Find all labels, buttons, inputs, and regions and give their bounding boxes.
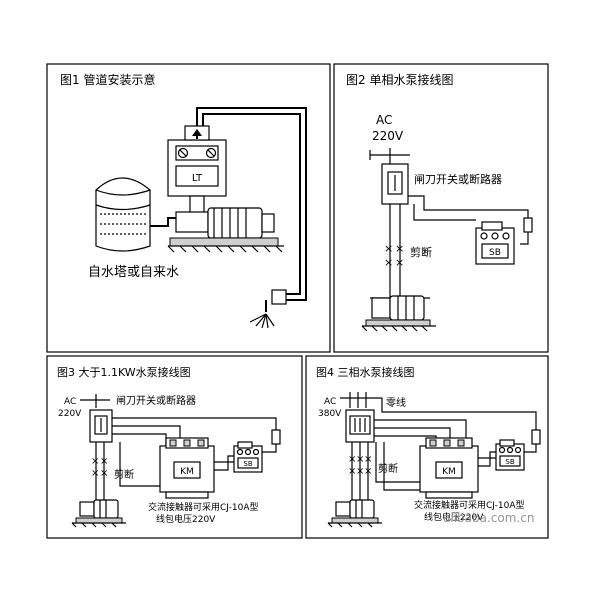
panel-4-km-contactor: KM: [419, 437, 479, 499]
svg-text:×: ×: [364, 454, 372, 465]
knife-switch: [381, 163, 409, 205]
cut-mark-1: ×: [384, 242, 393, 255]
panel-4-sb-box: SB: [495, 439, 525, 471]
km-contactor: KM: [159, 437, 215, 499]
panel-4-sb-label: SB: [505, 458, 514, 466]
svg-text:×: ×: [356, 466, 364, 477]
svg-text:×: ×: [348, 454, 356, 465]
panel-2-frame: [333, 63, 549, 353]
svg-text:×: ×: [100, 456, 108, 467]
panel-3-sensor-plug: [271, 429, 281, 445]
panel-3: 图3 大于1.1KW水泵接线图 AC 220V 闸刀开关或断路器 × × × ×…: [57, 365, 281, 528]
panel-3-ac-label: AC: [64, 397, 76, 407]
panel-3-cut-label: 剪断: [114, 468, 134, 481]
panel-3-sb-box: SB: [233, 441, 263, 473]
panel-2: 图2 单相水泵接线图 AC 220V 闸刀开关或断路器 × × × × 剪断: [346, 72, 533, 332]
panel-4-km-label: KM: [442, 467, 456, 477]
panel-2-sb-label: SB: [489, 248, 501, 258]
panel-4-ac-label: AC: [324, 397, 336, 407]
panel-4-cut-label: 剪断: [378, 462, 398, 475]
panel-4-sensor-plug: [531, 429, 541, 445]
water-tank: [95, 177, 151, 252]
svg-text:×: ×: [91, 456, 99, 467]
panel-3-knife-switch: [89, 409, 113, 443]
lt-device-label: LT: [192, 173, 203, 184]
cut-mark-2: ×: [395, 242, 404, 255]
panel-4: 图4 三相水泵接线图 AC 380V 零线 × × × × ×: [316, 365, 541, 528]
panel-3-frame: [46, 355, 303, 539]
panel-2-voltage-label: 220V: [372, 129, 404, 143]
faucet: [271, 289, 287, 305]
svg-text:×: ×: [395, 256, 404, 269]
inlet-pipe: [150, 217, 182, 227]
sensor-plug: [523, 217, 533, 233]
panel-4-voltage-label: 380V: [318, 409, 342, 419]
svg-text:×: ×: [384, 256, 393, 269]
panel-4-note-2: 线包电压220V: [424, 511, 484, 523]
panel-4-title: 图4 三相水泵接线图: [316, 365, 415, 379]
panel-4-neutral-label: 零线: [386, 396, 406, 409]
watermark-text: alibaba.com.cn: [443, 511, 534, 525]
outlet-pipe: [196, 107, 307, 301]
panel-2-title: 图2 单相水泵接线图: [346, 72, 453, 87]
panel-1-title: 图1 管道安装示意: [60, 72, 155, 87]
panel-4-frame: [305, 355, 549, 539]
panel-3-note-1: 交流接触器可采用CJ-10A型: [148, 501, 258, 513]
pump-motor: [167, 207, 284, 253]
svg-text:×: ×: [100, 468, 108, 479]
panel-4-switch: [345, 409, 375, 443]
panel-3-title: 图3 大于1.1KW水泵接线图: [57, 365, 191, 379]
panel-3-switch-label: 闸刀开关或断路器: [116, 394, 196, 407]
panel-2-switch-label: 闸刀开关或断路器: [414, 172, 502, 186]
water-spray: [249, 313, 275, 329]
sb-control-box: SB: [475, 221, 515, 265]
panel-4-note-1: 交流接触器可采用CJ-10A型: [414, 499, 524, 511]
svg-text:×: ×: [356, 454, 364, 465]
svg-text:×: ×: [364, 466, 372, 477]
panel-3-sb-label: SB: [243, 460, 252, 468]
panel-2-pump: [361, 295, 436, 332]
panel-3-km-label: KM: [180, 467, 194, 477]
panel-2-cut-label: 剪断: [410, 245, 432, 259]
panel-3-pump: [71, 499, 126, 528]
panel-3-voltage-label: 220V: [58, 409, 82, 419]
panel-1: 图1 管道安装示意 LT: [60, 72, 307, 329]
panel-1-caption: 自水塔或自来水: [88, 265, 179, 280]
panel-4-pump: [327, 499, 382, 528]
svg-text:×: ×: [91, 468, 99, 479]
panel-3-note-2: 线包电压220V: [156, 513, 216, 525]
lt-controller: LT: [167, 125, 227, 219]
svg-text:×: ×: [348, 466, 356, 477]
panel-1-frame: [46, 63, 331, 353]
panel-2-ac-label: AC: [376, 113, 392, 127]
